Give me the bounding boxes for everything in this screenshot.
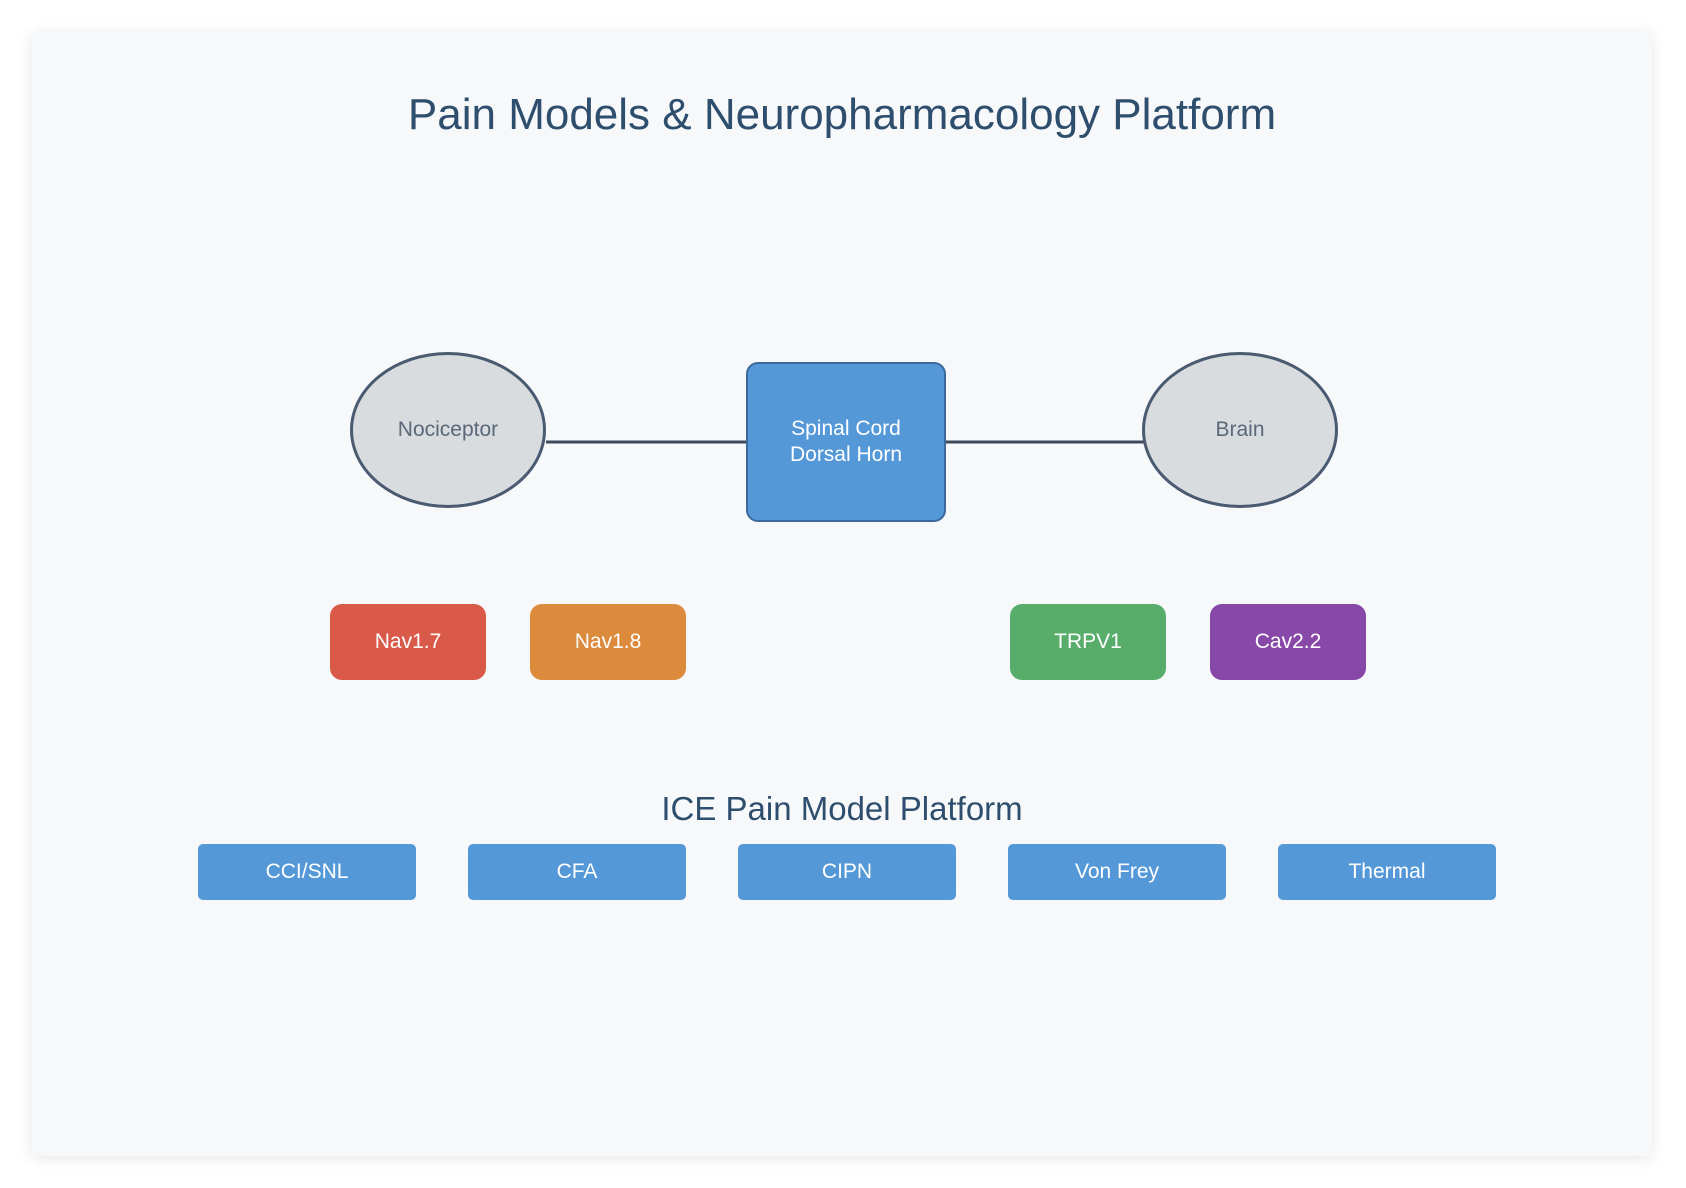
channel-nav18: Nav1.8 xyxy=(530,604,686,680)
channel-label: Nav1.7 xyxy=(374,630,442,653)
diagram-card: Pain Models & Neuropharmacology Platform… xyxy=(32,32,1652,1156)
model-label: CCI/SNL xyxy=(265,860,349,883)
nociceptor-label: Nociceptor xyxy=(397,418,499,441)
channel-trpv1: TRPV1 xyxy=(1010,604,1166,680)
platform-label: ICE Pain Model Platform xyxy=(661,790,1023,827)
channel-cav22: Cav2.2 xyxy=(1210,604,1366,680)
brain-label: Brain xyxy=(1215,418,1265,441)
brain-node: Brain xyxy=(1142,352,1338,508)
model-cfa: CFA xyxy=(468,844,686,900)
model-cci-snl: CCI/SNL xyxy=(198,844,416,900)
pathway-connectors xyxy=(546,440,1146,444)
model-label: Von Frey xyxy=(1074,860,1160,883)
model-cipn: CIPN xyxy=(738,844,956,900)
spinal-cord-label-line1: Spinal Cord xyxy=(791,417,901,440)
diagram-title: Pain Models & Neuropharmacology Platform xyxy=(407,90,1277,139)
nociceptor-node: Nociceptor xyxy=(350,352,546,508)
model-label: CFA xyxy=(556,860,598,883)
model-von-frey: Von Frey xyxy=(1008,844,1226,900)
channel-label: TRPV1 xyxy=(1054,630,1122,653)
channel-nav17: Nav1.7 xyxy=(330,604,486,680)
channel-label: Nav1.8 xyxy=(574,630,642,653)
model-label: CIPN xyxy=(821,860,873,883)
channel-label: Cav2.2 xyxy=(1254,630,1322,653)
model-label: Thermal xyxy=(1348,860,1426,883)
spinal-cord-node: Spinal Cord Dorsal Horn xyxy=(746,362,946,522)
spinal-cord-label-line2: Dorsal Horn xyxy=(789,443,903,466)
model-thermal: Thermal xyxy=(1278,844,1496,900)
